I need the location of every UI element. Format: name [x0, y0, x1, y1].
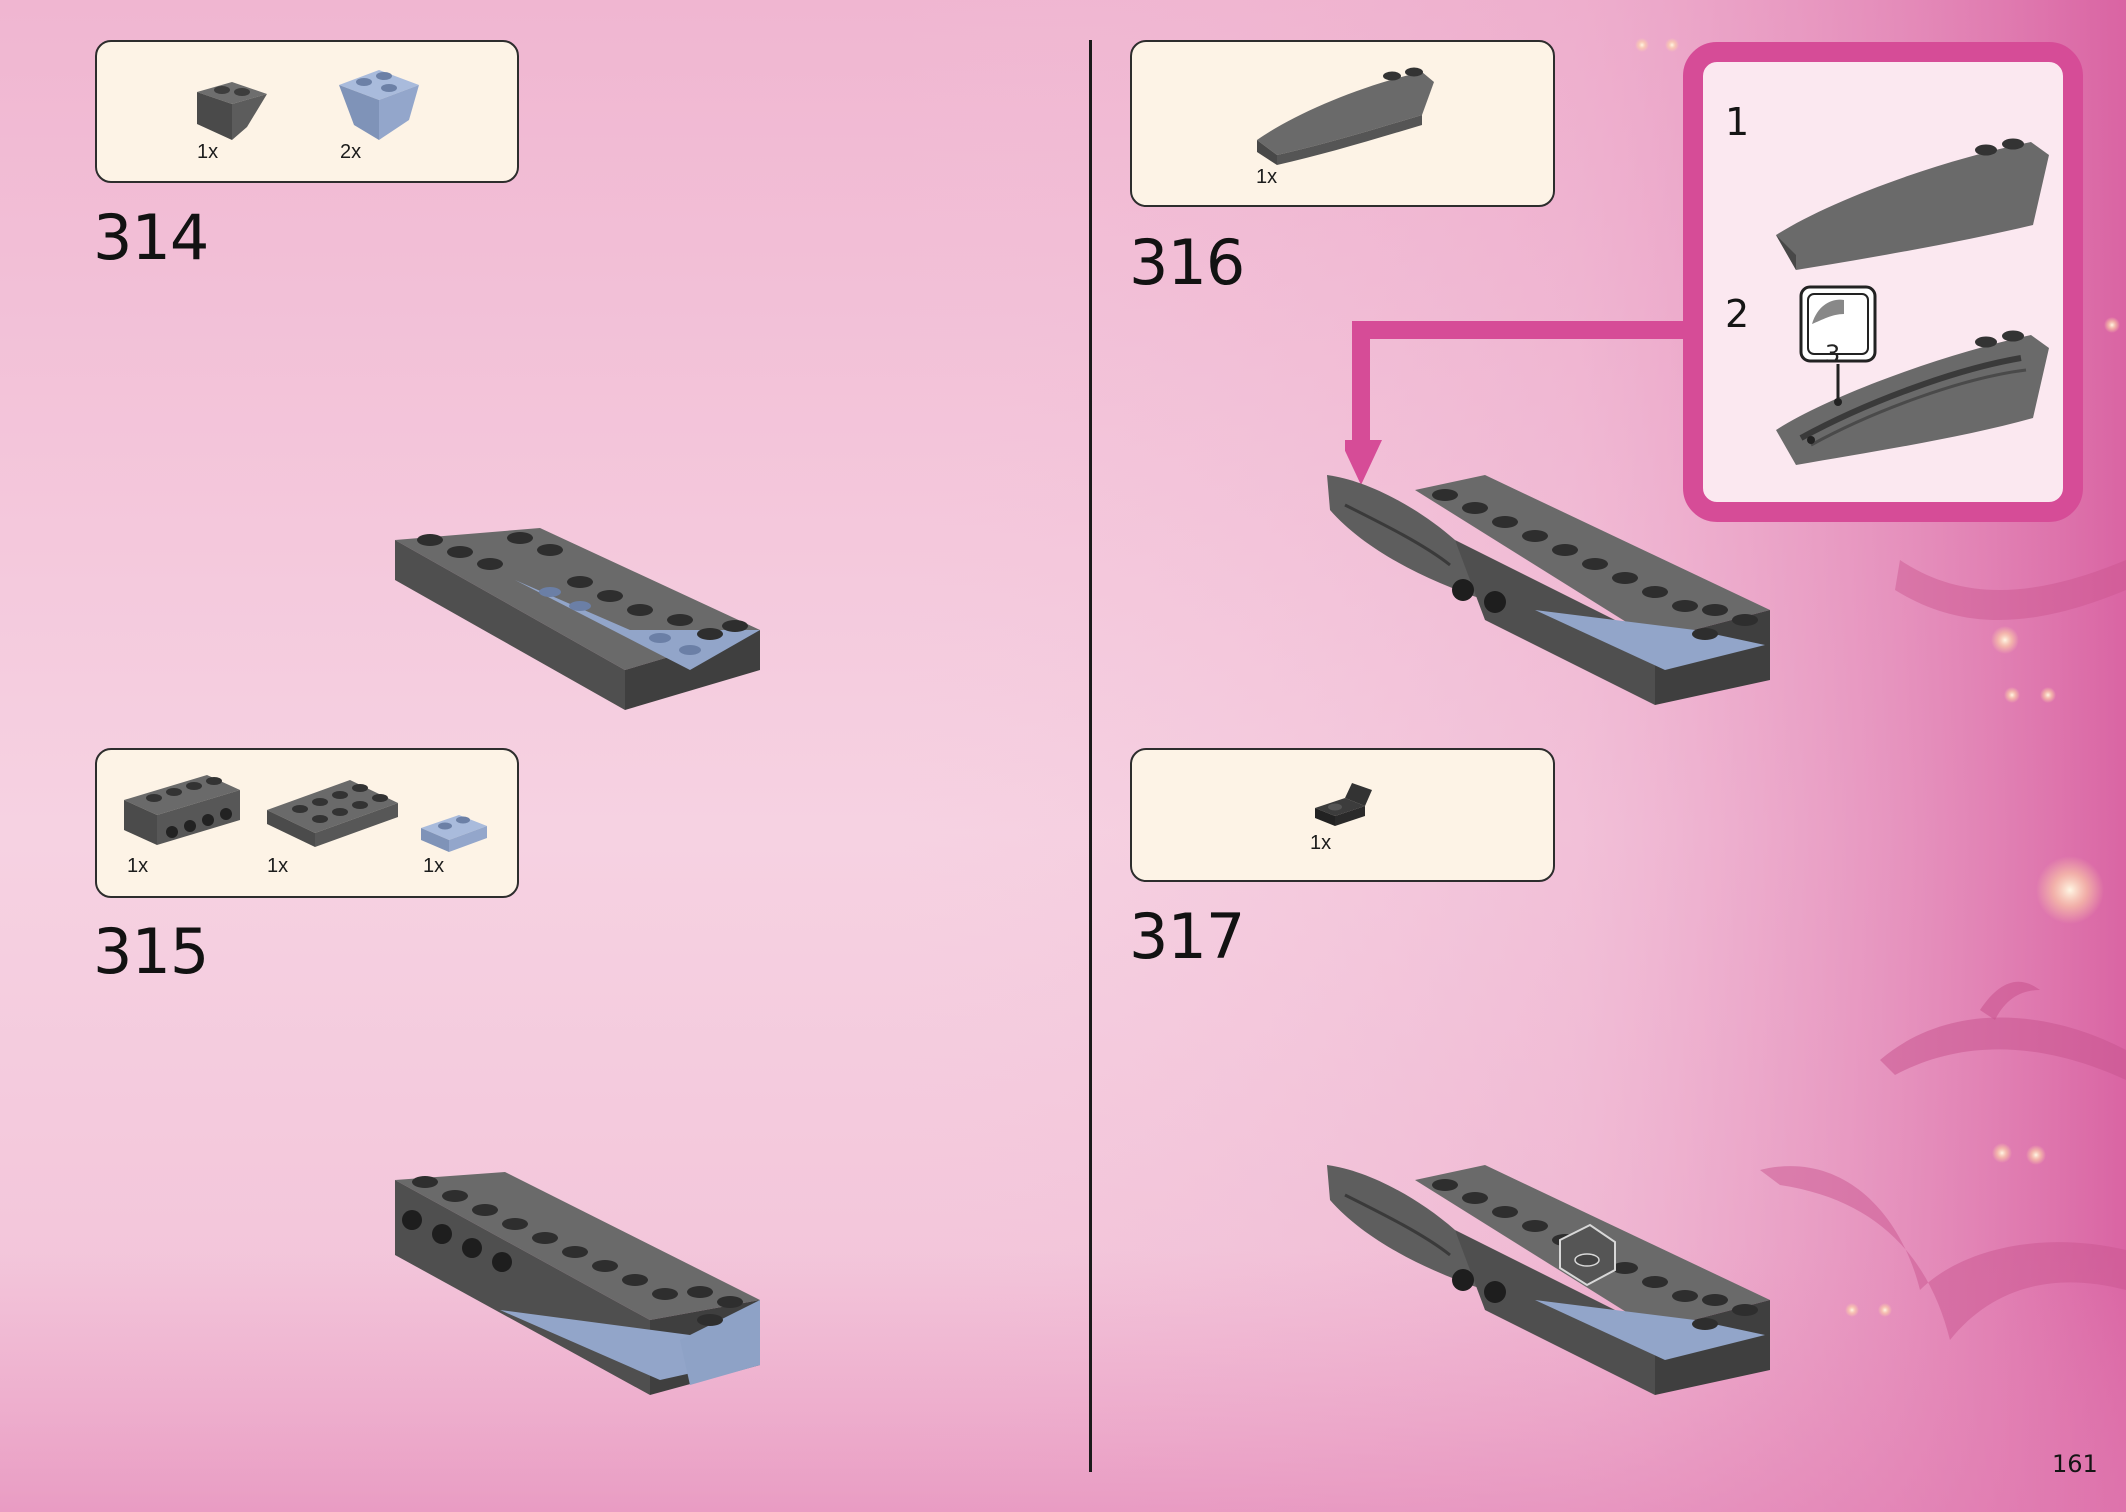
- callout-substep-2: 2: [1725, 292, 1750, 336]
- callout-part-wedge-slope: [1776, 138, 2049, 270]
- model-assembly-step-315: [395, 1172, 760, 1395]
- qty-label: 1x: [1310, 832, 1332, 854]
- parts-box-step-315: 1x 1x 1x: [95, 748, 519, 898]
- model-assembly-step-317: [1327, 1165, 1770, 1395]
- qty-label: 1x: [423, 855, 445, 877]
- model-assembly-step-316: [1327, 475, 1770, 705]
- part-bracket: [1315, 783, 1372, 826]
- step-number-316: 316: [1129, 226, 1245, 299]
- qty-label: 1x: [267, 855, 289, 877]
- qty-label: 1x: [197, 141, 219, 163]
- callout-part-wedge-slope-stickered: [1776, 330, 2049, 465]
- part-slope-sand-blue: [339, 70, 419, 140]
- step-number-317: 317: [1129, 900, 1245, 973]
- page-divider: [1089, 40, 1092, 1472]
- sticker-reference: [1799, 285, 1877, 406]
- part-slope-dark-grey: [197, 82, 267, 140]
- qty-label: 1x: [127, 855, 149, 877]
- parts-box-step-316: 1x: [1130, 40, 1555, 207]
- step-number-315: 315: [93, 915, 209, 988]
- qty-label: 1x: [1256, 166, 1278, 188]
- sticker-number: 3: [1825, 340, 1841, 368]
- callout-substep-1: 1: [1725, 100, 1750, 144]
- part-plate-2x4: [267, 780, 398, 847]
- parts-box-step-317: 1x: [1130, 748, 1555, 882]
- page-number: 161: [2052, 1450, 2098, 1478]
- parts-box-step-314: 1x 2x: [95, 40, 519, 183]
- callout-sub-assembly: 1 2 3: [1683, 42, 2083, 522]
- qty-label: 2x: [340, 141, 362, 163]
- model-assembly-step-314: [395, 528, 760, 710]
- callout-arrow: [1345, 321, 1690, 485]
- part-wedge-slope: [1257, 67, 1434, 165]
- step-number-314: 314: [93, 201, 209, 274]
- part-plate-1x2: [421, 815, 487, 852]
- part-technic-brick: [124, 775, 240, 845]
